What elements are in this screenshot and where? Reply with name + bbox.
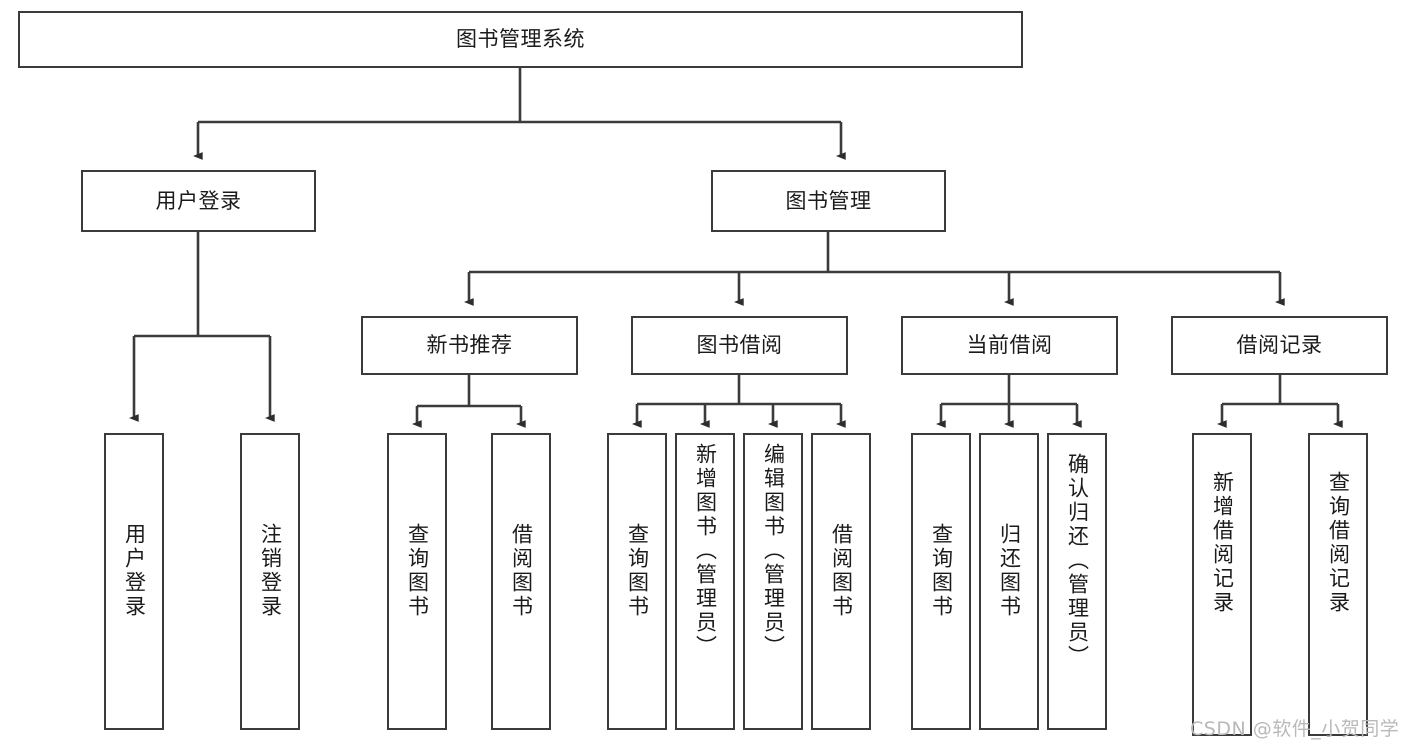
node-root[interactable]: 图书管理系统: [18, 11, 1023, 68]
node-leaf-borrow-book-1[interactable]: 借阅图书: [491, 433, 551, 730]
node-current-borrow[interactable]: 当前借阅: [901, 316, 1118, 375]
node-leaf-confirm-return-label: 确认归还（管理员）: [1065, 453, 1090, 669]
node-new-book-rec-label: 新书推荐: [426, 333, 513, 358]
node-borrow-record-label: 借阅记录: [1236, 333, 1323, 358]
node-leaf-query-book-1-label: 查询图书: [405, 523, 430, 619]
node-leaf-user-login-label: 用户登录: [122, 523, 147, 619]
node-leaf-add-record[interactable]: 新增借阅记录: [1192, 433, 1252, 736]
node-leaf-add-book[interactable]: 新增图书（管理员）: [675, 433, 735, 730]
node-leaf-edit-book[interactable]: 编辑图书（管理员）: [743, 433, 803, 730]
node-book-manage-label: 图书管理: [785, 188, 872, 213]
node-leaf-query-book-2[interactable]: 查询图书: [607, 433, 667, 730]
node-leaf-borrow-book-2[interactable]: 借阅图书: [811, 433, 871, 730]
node-book-manage[interactable]: 图书管理: [711, 170, 946, 232]
csdn-watermark: CSDN @软件_小贺同学: [1190, 718, 1400, 740]
node-book-borrow-label: 图书借阅: [696, 333, 783, 358]
node-leaf-borrow-book-2-label: 借阅图书: [829, 523, 854, 619]
node-leaf-borrow-book-1-label: 借阅图书: [509, 523, 534, 619]
node-leaf-add-record-label: 新增借阅记录: [1210, 471, 1235, 615]
node-leaf-query-book-2-label: 查询图书: [625, 523, 650, 619]
node-root-label: 图书管理系统: [456, 27, 585, 52]
node-leaf-query-book-1[interactable]: 查询图书: [387, 433, 447, 730]
node-leaf-return-book[interactable]: 归还图书: [979, 433, 1039, 730]
node-user-login-label: 用户登录: [155, 188, 242, 213]
node-leaf-return-book-label: 归还图书: [997, 523, 1022, 619]
node-book-borrow[interactable]: 图书借阅: [631, 316, 848, 375]
node-leaf-query-book-3[interactable]: 查询图书: [911, 433, 971, 730]
node-current-borrow-label: 当前借阅: [966, 333, 1053, 358]
node-leaf-query-record[interactable]: 查询借阅记录: [1308, 433, 1368, 736]
node-leaf-user-logout[interactable]: 注销登录: [240, 433, 300, 730]
node-leaf-add-book-label: 新增图书（管理员）: [693, 443, 718, 659]
node-leaf-confirm-return[interactable]: 确认归还（管理员）: [1047, 433, 1107, 730]
node-leaf-user-logout-label: 注销登录: [258, 523, 283, 619]
node-borrow-record[interactable]: 借阅记录: [1171, 316, 1388, 375]
node-leaf-query-record-label: 查询借阅记录: [1326, 471, 1351, 615]
node-new-book-rec[interactable]: 新书推荐: [361, 316, 578, 375]
node-user-login[interactable]: 用户登录: [81, 170, 316, 232]
node-leaf-user-login[interactable]: 用户登录: [104, 433, 164, 730]
node-leaf-query-book-3-label: 查询图书: [929, 523, 954, 619]
node-leaf-edit-book-label: 编辑图书（管理员）: [761, 443, 786, 659]
